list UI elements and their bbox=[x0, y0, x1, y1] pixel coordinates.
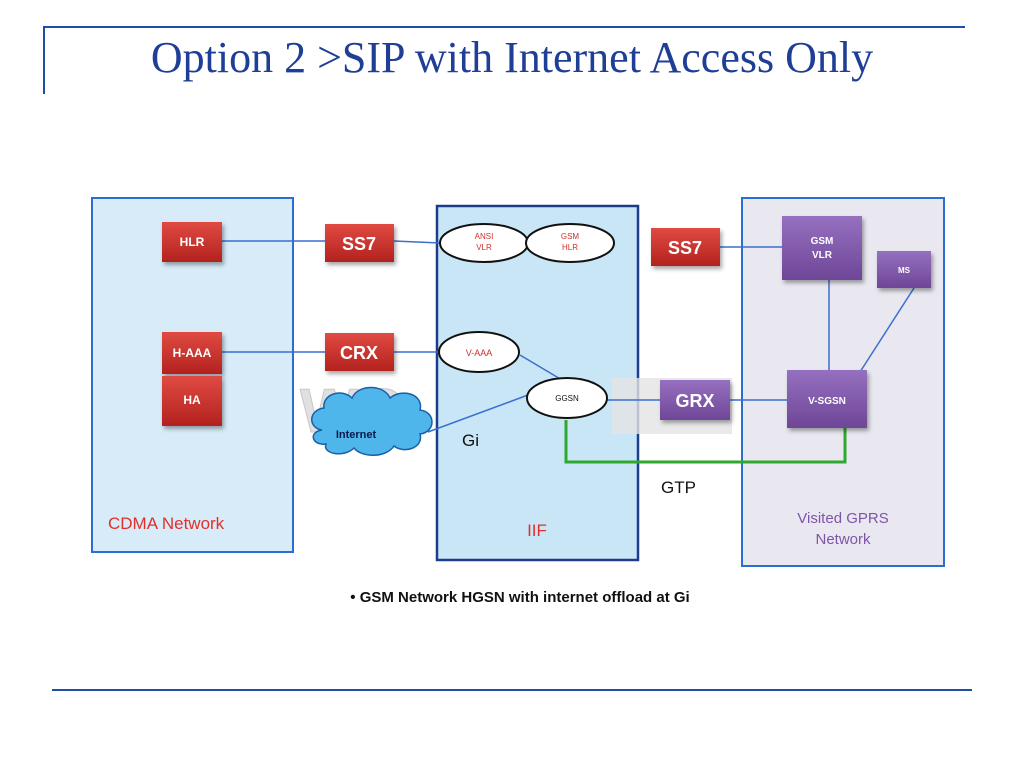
iif-region bbox=[435, 204, 640, 562]
node-ansi-vlr-label-line1: ANSI bbox=[475, 232, 494, 241]
node-ss7-right bbox=[651, 228, 720, 266]
node-ggsn bbox=[526, 377, 608, 419]
title-frame-left-rule bbox=[43, 26, 45, 94]
node-grx-label: GRX bbox=[675, 391, 714, 411]
node-gsm-vlr-label-line1: GSM bbox=[811, 236, 834, 247]
gtp-tunnel-line bbox=[564, 420, 847, 464]
node-h-aaa-label: H-AAA bbox=[173, 346, 212, 360]
node-ha-label: HA bbox=[183, 393, 201, 407]
node-gsm-vlr-label-line2: VLR bbox=[812, 250, 833, 261]
visited-gprs-label-line2: Network bbox=[815, 531, 871, 548]
gtp-link-label: GTP bbox=[661, 478, 696, 497]
cdma-network-label: CDMA Network bbox=[108, 514, 225, 533]
node-v-sgsn bbox=[787, 370, 867, 428]
visited-gprs-label-line1: Visited GPRS bbox=[797, 510, 888, 527]
node-ggsn-label: GGSN bbox=[555, 394, 579, 403]
internet-cloud bbox=[311, 386, 433, 456]
node-h-aaa bbox=[162, 332, 222, 374]
node-gsm-hlr-label-line1: GSM bbox=[561, 232, 580, 241]
link-ss7-ansi-vlr bbox=[393, 240, 441, 244]
node-v-sgsn-label: V-SGSN bbox=[808, 396, 846, 407]
iif-label: IIF bbox=[527, 521, 547, 540]
slide-bullet: • GSM Network HGSN with internet offload… bbox=[350, 589, 689, 606]
node-ms bbox=[877, 251, 931, 288]
node-hlr bbox=[162, 222, 222, 262]
footer-rule bbox=[52, 689, 972, 691]
node-grx bbox=[660, 380, 730, 420]
node-ansi-vlr-label-line2: VLR bbox=[476, 243, 492, 252]
node-gsm-hlr-label-line2: HLR bbox=[562, 243, 578, 252]
node-gsm-hlr bbox=[525, 223, 615, 263]
node-gsm-vlr bbox=[782, 216, 862, 280]
node-ha bbox=[162, 376, 222, 426]
link-vaaa-ggsn bbox=[519, 354, 563, 381]
link-internet-ggsn bbox=[427, 394, 529, 433]
gi-link-label: Gi bbox=[462, 431, 479, 450]
node-ss7-left bbox=[325, 224, 394, 262]
title-frame-top-rule bbox=[43, 26, 965, 28]
link-ms-vsgsn bbox=[859, 287, 915, 373]
node-ms-label: MS bbox=[898, 266, 911, 275]
node-v-aaa-label: V-AAA bbox=[466, 348, 493, 358]
node-crx-label: CRX bbox=[340, 343, 378, 363]
node-ss7-left-label: SS7 bbox=[342, 234, 376, 254]
node-ss7-right-label: SS7 bbox=[668, 238, 702, 258]
node-v-aaa bbox=[438, 331, 520, 373]
node-hlr-label: HLR bbox=[180, 235, 205, 249]
slide-title: Option 2 >SIP with Internet Access Only bbox=[150, 33, 874, 82]
internet-label: Internet bbox=[336, 429, 377, 441]
node-crx bbox=[325, 333, 394, 371]
